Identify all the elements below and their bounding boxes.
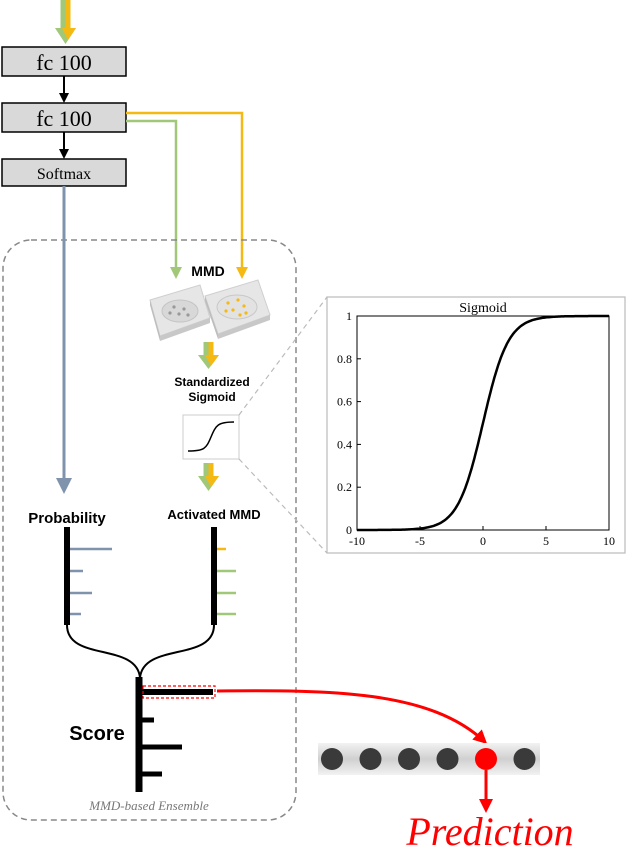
y-tick-label: 0.2 [337,480,352,494]
mmd-label: MMD [191,263,224,279]
ensemble-label: MMD-based Ensemble [88,798,209,813]
standardized-sigmoid-label-line2: Sigmoid [188,390,235,404]
merge-curve-left [66,624,141,679]
merge-curve-right [139,624,215,679]
fc-layer-2-label: fc 100 [36,106,92,131]
prediction-arrow [216,689,488,745]
mmd-plates-icon [149,279,271,341]
softmax-box [1,158,127,187]
zoom-guide-bottom [238,458,328,554]
fc-layer-2-box [1,102,127,133]
probability-label: Probability [28,510,106,527]
x-tick-label: -10 [349,534,365,548]
fc-layer-1-label: fc 100 [36,50,92,75]
yellow-feature-arrow [126,111,248,279]
y-tick-label: 1 [346,309,352,323]
x-tick-label: 10 [603,534,615,548]
score-highlight-box [142,685,216,699]
prediction-dot [513,748,536,770]
x-tick-label: -5 [415,534,425,548]
prediction-dot [359,748,382,770]
sigmoid-icon [182,414,240,460]
activated-mmd-label: Activated MMD [167,507,260,522]
sigmoid-curve [357,314,609,532]
zoom-guide-top [238,296,328,416]
x-tick-label: 5 [543,534,549,548]
prediction-strip [318,743,540,775]
score-label: Score [69,723,125,745]
prediction-dots [321,748,536,770]
activated-mmd-bars [211,527,236,625]
ensemble-container [2,239,297,821]
sigmoid-chart-title: Sigmoid [459,301,506,316]
standardized-sigmoid-label-line1: Standardized [174,375,249,389]
prediction-dot [321,748,343,770]
prediction-dot [398,748,420,770]
sigmoid-axes: -10 -5 0 5 10 0 0.2 0.4 0.6 0.8 1 [337,309,615,548]
input-arrow [55,0,76,44]
sigmoid-to-activated-arrow [198,463,219,491]
fc-layer-1-box [1,46,127,77]
y-tick-label: 0 [346,523,352,537]
probability-bars [64,527,112,625]
y-tick-label: 0.6 [337,395,352,409]
score-bars [135,677,216,792]
prediction-label: Prediction [405,809,573,847]
sigmoid-inset-panel [326,296,626,554]
mmd-to-sigmoid-arrow [198,342,219,369]
green-feature-arrow [126,119,182,279]
prediction-dot-selected [475,748,497,770]
x-tick-label: 0 [480,534,486,548]
softmax-label: Softmax [37,166,91,183]
y-tick-label: 0.4 [337,437,352,451]
prediction-dot [436,748,459,770]
y-tick-label: 0.8 [337,352,352,366]
